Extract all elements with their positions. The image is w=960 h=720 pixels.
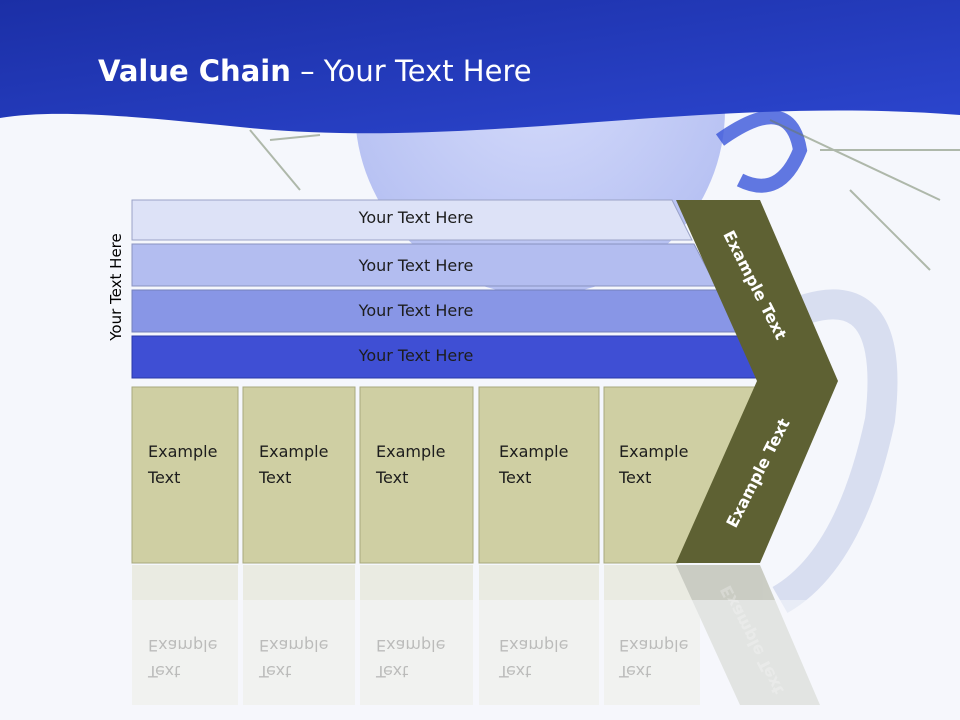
card-text-2: Example Text: [259, 439, 328, 491]
card-5-line2: Text: [619, 468, 652, 487]
card-1-line1: Example: [148, 442, 218, 461]
card-3: [359, 386, 474, 564]
row-bar-1: [131, 199, 693, 241]
card-1-line2: Text: [148, 468, 181, 487]
card-2: [242, 386, 356, 564]
card-2-line2: Text: [259, 468, 292, 487]
card-5-line1: Example: [619, 442, 689, 461]
card-4-line1: Example: [499, 442, 569, 461]
card-text-1: Example Text: [148, 439, 217, 491]
row-label-2: Your Text Here: [358, 256, 474, 275]
header-band: [0, 0, 960, 134]
title-rest: – Your Text Here: [290, 54, 532, 88]
card-3-line2: Text: [376, 468, 409, 487]
slide-title: Value Chain – Your Text Here: [98, 54, 532, 88]
card-4: [478, 386, 600, 564]
card-2-line1: Example: [259, 442, 329, 461]
row-label-4: Your Text Here: [358, 346, 474, 365]
card-text-3: Example Text: [376, 439, 445, 491]
card-4-line2: Text: [499, 468, 532, 487]
row-label-1: Your Text Here: [358, 208, 474, 227]
row-label-3: Your Text Here: [358, 301, 474, 320]
chevron-arrow: [676, 200, 838, 563]
card-1: [131, 386, 239, 564]
card-text-4: Example Text: [499, 439, 568, 491]
card-text-5: Example Text: [619, 439, 688, 491]
card-3-line1: Example: [376, 442, 446, 461]
title-bold: Value Chain: [98, 54, 291, 88]
